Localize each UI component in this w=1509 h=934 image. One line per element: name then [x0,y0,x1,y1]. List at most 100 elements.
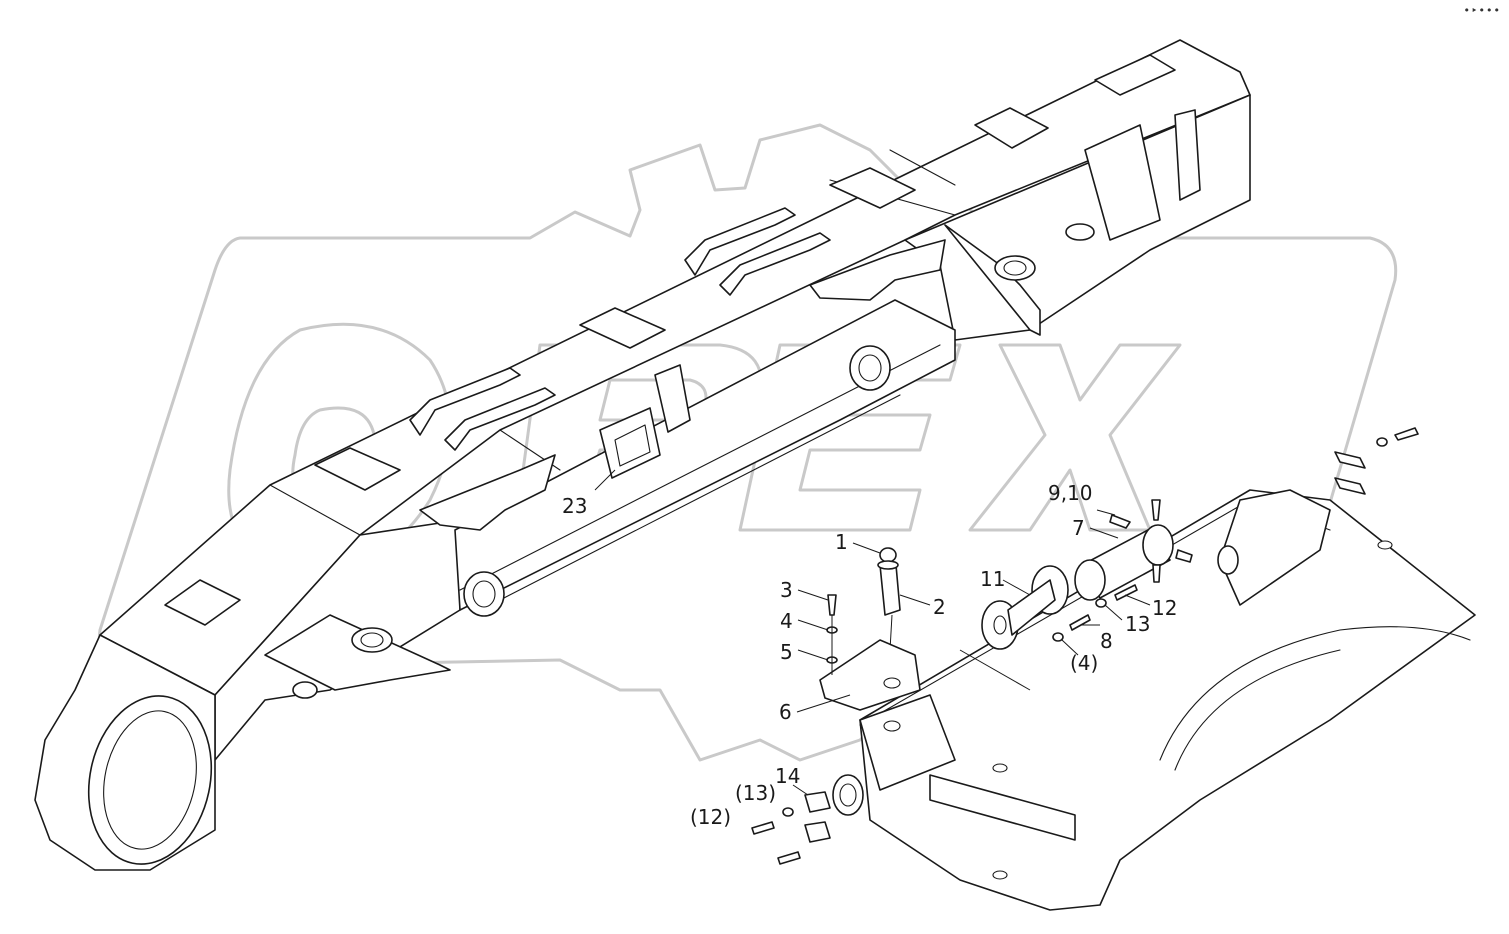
grease-fitting-9 [1151,499,1161,521]
grease-fitting-side [1175,549,1193,563]
small-mount-bracket-inner [614,424,651,467]
plate-right-2 [1334,477,1366,495]
leader-4 [797,619,829,631]
tube-end-right [1142,524,1174,566]
bolt-8 [1069,614,1091,631]
deck-opening-2 [314,447,401,491]
right-frame [832,489,1476,911]
eye-pin-assembly [877,547,901,651]
callout-4-ref: (4) [1070,651,1098,675]
right-frame-hole-3 [992,870,1008,880]
deck-ridge-right-2 [889,149,956,186]
callout-12: 12 [1152,596,1177,620]
corner-menu-icon: •‣••• [1463,4,1501,17]
right-frame-cross-plate [859,694,956,791]
leader-11 [1002,579,1031,596]
bracket-right-flange [809,239,946,301]
bolt-12-lower [751,821,775,835]
boss-lower-left-hole [360,632,384,648]
deck-opening-4 [829,167,916,209]
right-frame-upper-lug-hole [1217,545,1239,575]
right-frame-inner-curve [1159,626,1471,761]
handrail-2 [444,387,556,451]
deck-ridge-left [269,484,361,536]
lower-beam-edge-2 [499,394,901,601]
callout-6: 6 [779,700,792,724]
handrail-1 [409,367,521,436]
grease-fitting-low [1152,564,1161,583]
leader-2 [899,594,931,606]
pin-hole-right [858,354,882,382]
shaft-body [1007,579,1056,636]
boss-right-deck-hole [1003,260,1027,276]
deck-opening-1 [164,579,241,626]
bolt-right [1394,427,1419,441]
callout-13-ref: (13) [735,781,776,805]
leader-1 [852,542,881,554]
vertical-lug [654,364,691,433]
callout-7: 7 [1072,516,1085,540]
right-frame-inner-curve-2 [1174,649,1341,771]
right-frame-hole-4 [1377,540,1393,550]
bolt-3 [827,594,837,616]
phantom-line-1 [959,649,1031,691]
bolt-stack-3-4-5 [826,594,838,675]
leader-6 [796,694,851,713]
shaft-11 [981,565,1069,650]
watermark-letter-e [738,343,962,532]
callout-11: 11 [980,567,1005,591]
shaft-fasteners [1052,584,1138,642]
right-end-clevis [1174,109,1201,201]
callout-12-ref: (12) [690,805,731,829]
tube-end-left [1074,559,1106,601]
pin-plate-body [819,639,921,711]
plate-right-1 [1334,451,1366,469]
leader-4-ref [1061,639,1079,656]
callout-leaders [594,469,1151,796]
pin-plate [819,639,921,711]
eye-pin-ring [879,547,897,563]
plate-14-lower [804,821,831,843]
callout-labels: 1 2 3 4 5 6 7 8 9,10 11 12 13 (4) (12) (… [562,481,1177,829]
pin-plate-hole [883,677,901,689]
bolt-12-lower-2 [777,851,801,865]
boss-right-deck-2 [1065,223,1095,241]
main-frame-lower-beam [454,299,956,611]
leader-9-10 [1096,509,1116,516]
callout-8: 8 [1100,629,1113,653]
handrail-4 [719,232,831,296]
leader-5 [797,649,829,661]
eye-pin-collar [877,560,899,570]
right-frame-pin-hole [839,783,857,807]
callout-9-10: 9,10 [1048,481,1093,505]
grease-fitting-10 [1109,514,1131,529]
pin-hole-left [472,580,496,608]
plate-14-upper [804,791,831,813]
callout-5: 5 [780,640,793,664]
callout-2: 2 [933,595,946,619]
handrail-3 [684,207,796,276]
leader-7 [1089,527,1119,539]
bracket-lower-left [264,614,451,691]
callout-4: 4 [780,609,793,633]
deck-opening-6 [1094,54,1176,96]
main-frame [34,39,1251,871]
washer-13 [1095,598,1107,608]
lower-fasteners [751,791,831,865]
deck-opening-5 [974,107,1049,149]
callout-13: 13 [1125,612,1150,636]
upper-right-fasteners [1334,427,1419,495]
bracket-left-flange [419,454,556,531]
leader-23 [594,469,616,491]
right-frame-channel [929,774,1076,841]
callout-23: 23 [562,494,587,518]
leader-13 [1104,604,1123,621]
shaft-bore [993,615,1007,635]
washer-4-ref [1052,632,1064,642]
deck-opening-3 [579,307,666,349]
leader-14 [792,784,809,796]
washer-13-lower [782,807,794,817]
right-end-box [1084,124,1161,241]
right-frame-hole-1 [883,720,901,732]
